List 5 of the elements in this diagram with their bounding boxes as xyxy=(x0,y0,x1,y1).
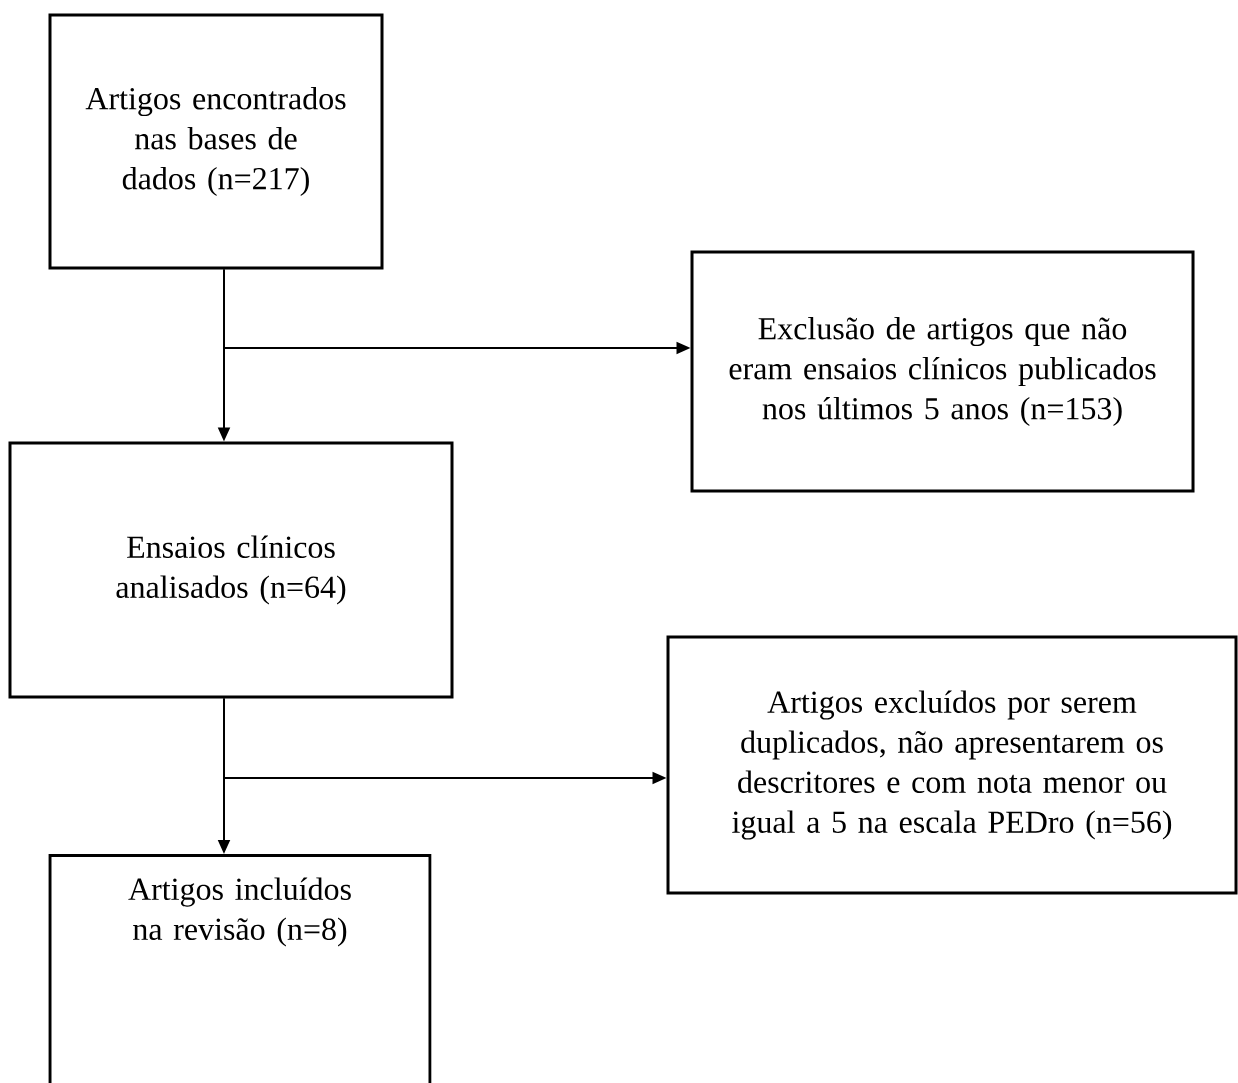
process-box: Exclusão de artigos que não eram ensaios clínicos publicados nos últimos 5 anos (n=153) xyxy=(690,250,1195,493)
process-box: Artigos incluídos na revisão (n=8) xyxy=(48,854,432,1083)
process-box: Artigos encontrados nas bases de dados (n=217) xyxy=(48,13,384,270)
process-box: Artigos excluídos por serem duplicados, não apresentarem os descritores e com nota menor ou igual a 5 na escala PEDro (n=56) xyxy=(666,635,1238,895)
process-box: Ensaios clínicos analisados (n=64) xyxy=(8,441,454,699)
